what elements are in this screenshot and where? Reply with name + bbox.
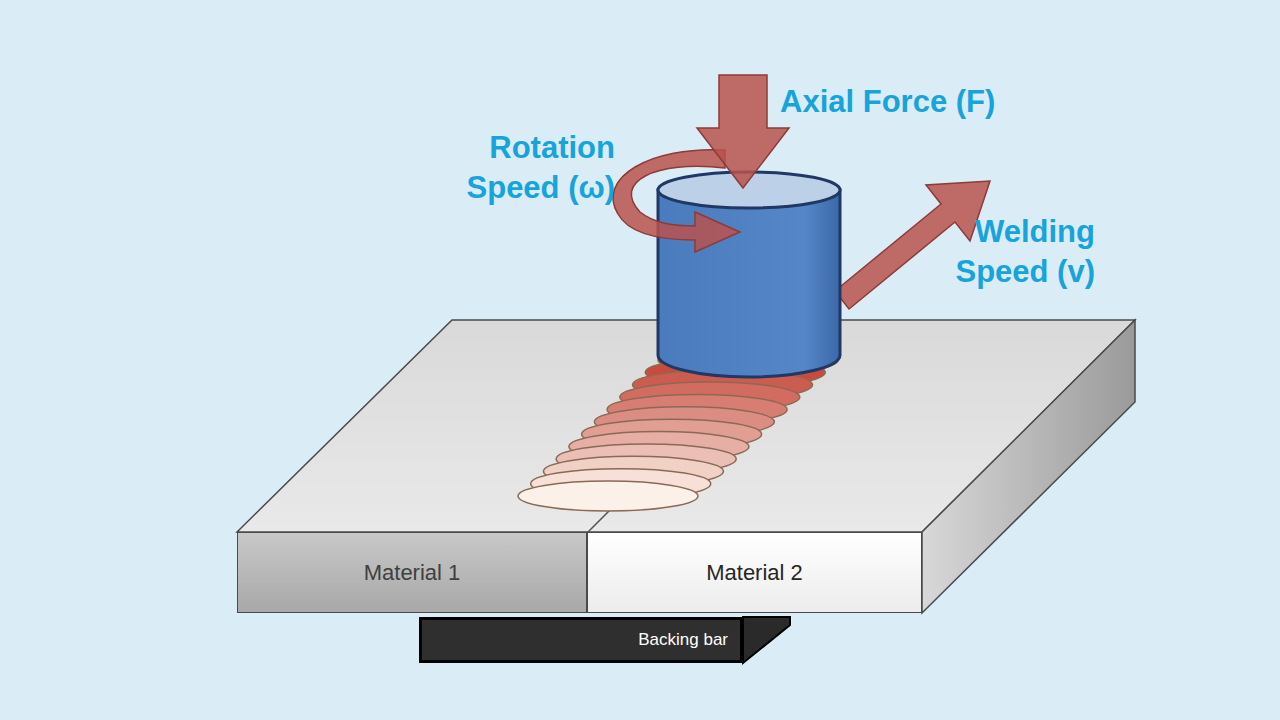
part-label: Material 1 [364,560,461,586]
backing-bar-side [743,617,790,663]
weld-trail-ring [518,481,698,511]
plate-right-face [922,320,1135,613]
welding-direction-arrow [835,181,990,309]
rotating-tool [658,172,840,377]
parameter-label: Rotation Speed (ω) [400,128,615,208]
axial-force-arrow [697,75,789,188]
parameter-label: Welding Speed (v) [905,212,1095,292]
part-label: Material 2 [706,560,803,586]
force-label: Axial Force (F) [780,82,1080,122]
material-plate: Material 1 [237,532,587,613]
part-label: Backing bar [638,630,728,650]
rotation-arrow [613,150,740,252]
backing-bar: Backing bar [419,617,743,663]
material-plate: Material 2 [587,532,922,613]
